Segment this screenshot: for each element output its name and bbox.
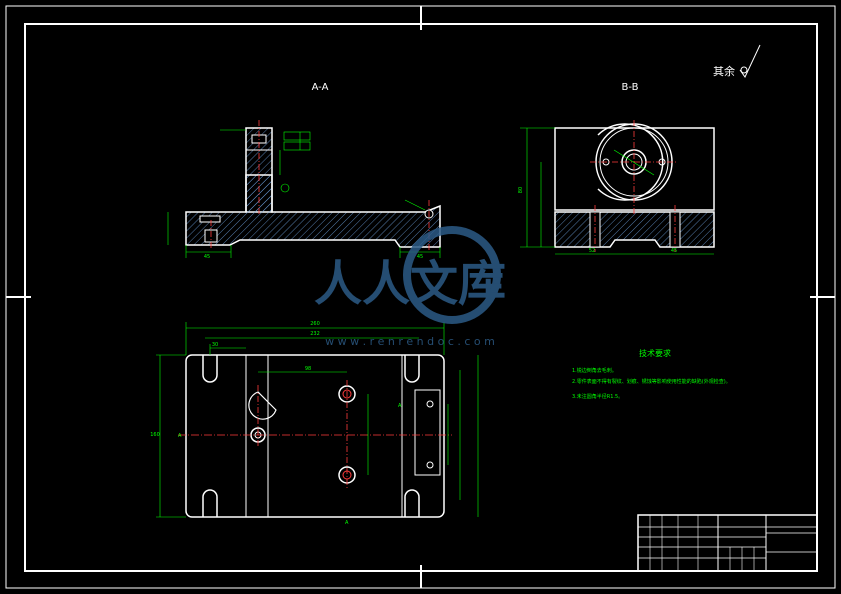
tech-req-title: 技术要求	[639, 348, 671, 358]
dim-mid: 98	[305, 366, 311, 372]
dim-left: 30	[212, 342, 218, 348]
dim-aa-right: 45	[417, 254, 423, 260]
plan-view: 260 232 30 98 160 A A A	[150, 321, 479, 526]
view-marker-top: A	[398, 403, 402, 409]
watermark: 人人文库 w w w . r e n r e n d o c . c o m	[314, 226, 506, 348]
centering-marks	[6, 6, 835, 588]
section-b-view: 80 52 45	[518, 120, 715, 255]
title-block	[637, 514, 818, 572]
view-marker-left: A	[178, 433, 182, 439]
section-b-label: B-B	[622, 82, 639, 93]
dim-bb-right: 45	[671, 248, 677, 254]
svg-text:其余: 其余	[713, 64, 735, 78]
dim-bb-height: 80	[518, 187, 524, 193]
dim-overall: 260	[310, 321, 320, 327]
dim-inner: 232	[310, 331, 320, 337]
view-marker-bottom: A	[345, 520, 349, 526]
watermark-url: w w w . r e n r e n d o c . c o m	[325, 335, 495, 348]
dim-bb-left: 52	[589, 248, 595, 254]
dim-height: 160	[150, 432, 160, 438]
tech-req-1: 1.锐边倒角去毛刺。	[572, 367, 617, 374]
tech-req-2: 2.零件表面不得有裂纹、划痕、锈蚀等影响使用性能的缺陷(外观检查)。	[572, 378, 731, 385]
surface-finish-symbol: 其余	[713, 44, 761, 78]
watermark-brand: 人人文库	[314, 256, 506, 312]
section-a-view: 45 45	[167, 120, 441, 260]
dim-aa-left: 45	[204, 254, 210, 260]
section-a-label: A-A	[312, 82, 329, 93]
tech-req-3: 3.未注圆角半径R1.5。	[572, 393, 623, 400]
tech-requirements: 技术要求 1.锐边倒角去毛刺。 2.零件表面不得有裂纹、划痕、锈蚀等影响使用性能…	[572, 348, 731, 400]
